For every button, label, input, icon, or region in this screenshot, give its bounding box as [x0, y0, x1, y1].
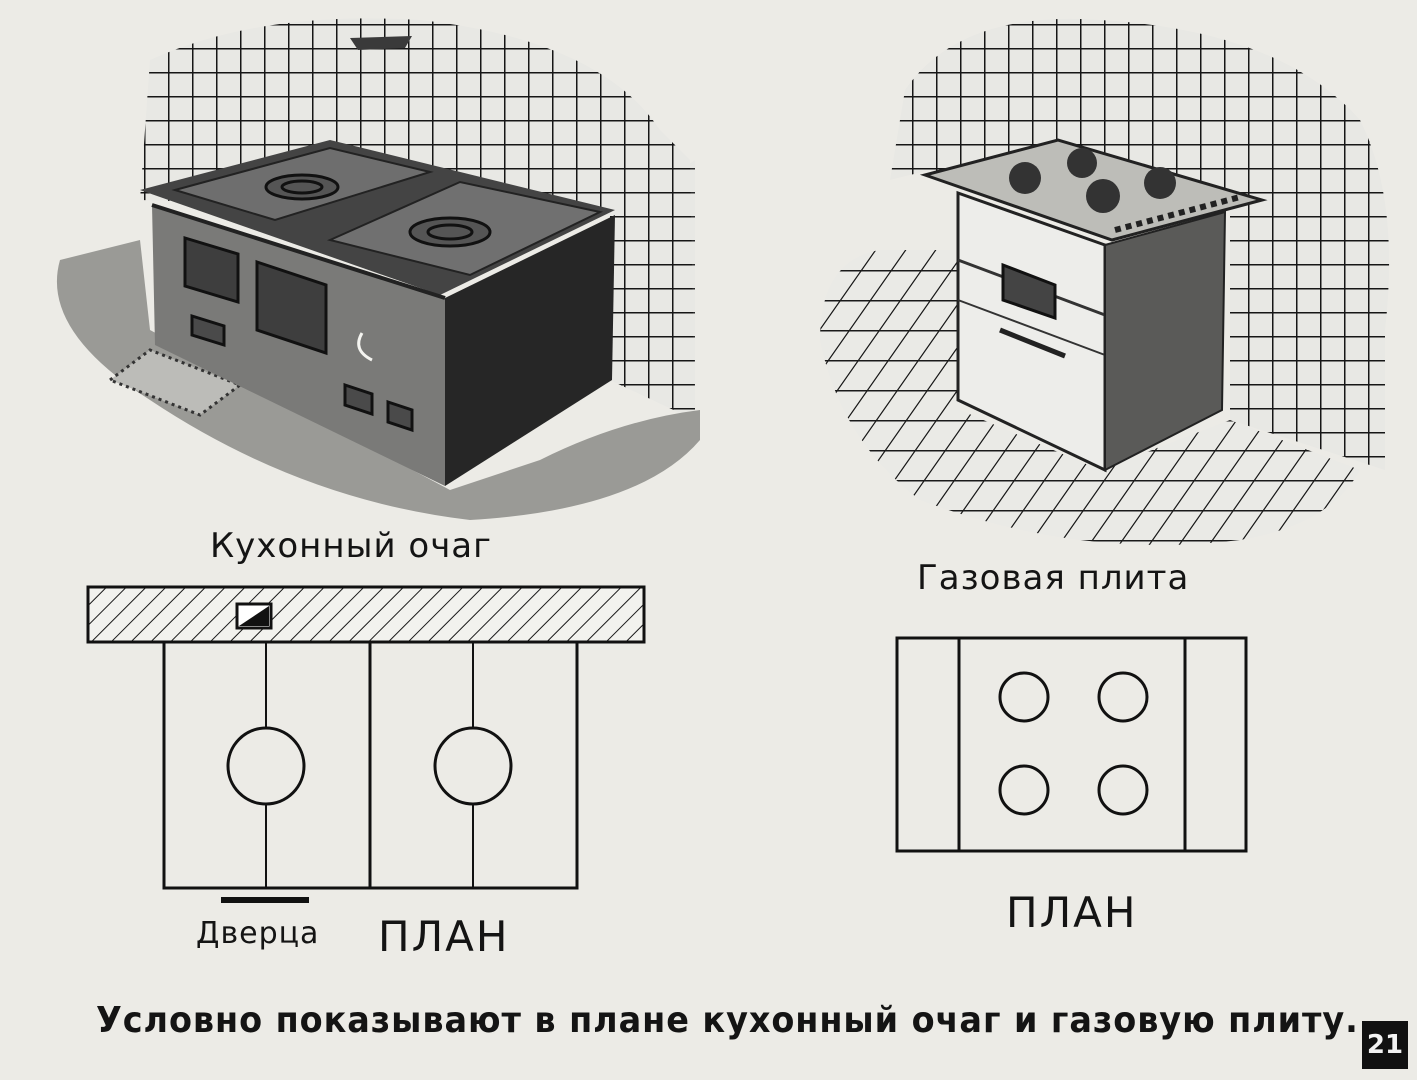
- kitchen-hearth-illustration: [56, 18, 700, 520]
- gas-plan-label: ПЛАН: [1006, 888, 1138, 937]
- hearth-plan-label: ПЛАН: [378, 912, 510, 961]
- slide-caption: Условно показывают в плане кухонный очаг…: [96, 1000, 1359, 1041]
- hearth-plan-drawing: [86, 585, 646, 903]
- door-label: Дверца: [196, 916, 320, 951]
- page-number: 21: [1362, 1021, 1408, 1069]
- kitchen-hearth-title: Кухонный очаг: [210, 526, 492, 566]
- gas-cooker-title: Газовая плита: [917, 558, 1190, 598]
- gas-cooker-illustration: [820, 18, 1390, 545]
- gas-plan-drawing: [895, 636, 1248, 853]
